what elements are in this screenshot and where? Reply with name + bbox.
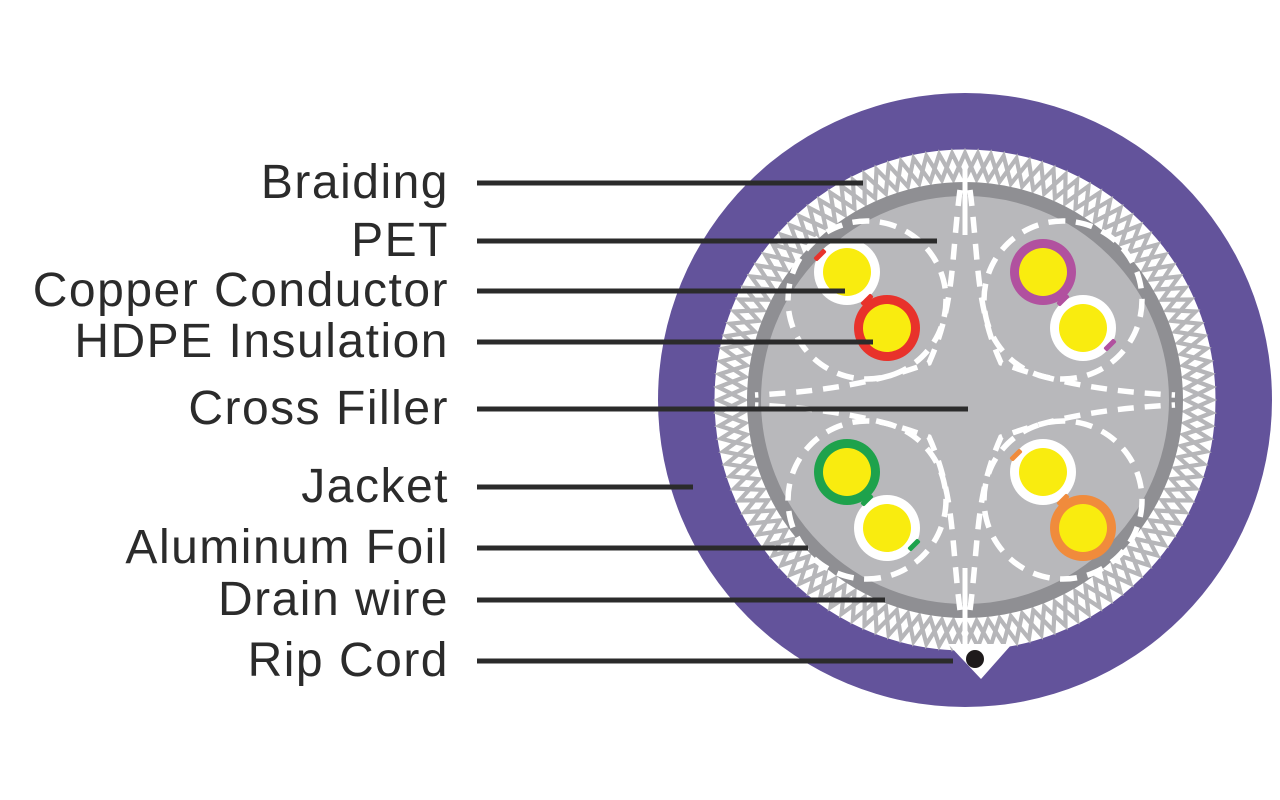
copper-conductor-top-left-2 (863, 304, 911, 352)
accent-tick-bottom-right-edge (1009, 448, 1023, 462)
pet-tape-circle-bottom-right (981, 418, 1145, 582)
accent-tick-top-left-center (860, 293, 874, 307)
label-copper-conductor: Copper Conductor (32, 264, 449, 317)
label-aluminum-foil: Aluminum Foil (125, 521, 449, 574)
label-hdpe-insulation: HDPE Insulation (74, 315, 449, 368)
label-braiding: Braiding (260, 156, 449, 209)
label-pet: PET (351, 214, 449, 267)
label-jacket: Jacket (301, 460, 449, 513)
braid-lattice-zigzag-a (712, 147, 1218, 653)
copper-conductor-top-left-1 (823, 248, 871, 296)
copper-conductor-bottom-right-1 (1019, 448, 1067, 496)
copper-conductor-top-right-1 (1019, 248, 1067, 296)
copper-conductor-bottom-left-1 (823, 448, 871, 496)
accent-tick-bottom-left-center (860, 493, 874, 507)
accent-tick-top-right-edge (1103, 338, 1117, 352)
copper-conductor-bottom-right-2 (1059, 504, 1107, 552)
copper-conductor-top-right-2 (1059, 304, 1107, 352)
cross-filler-outline-bottom-right (754, 189, 963, 398)
rip-cord-dot (966, 650, 984, 668)
accent-tick-bottom-right-center (1056, 493, 1070, 507)
copper-conductor-bottom-left-2 (863, 504, 911, 552)
cross-filler-outline-bottom-left (967, 189, 1176, 398)
label-cross-filler: Cross Filler (188, 382, 449, 435)
label-rip-cord: Rip Cord (247, 634, 449, 687)
accent-tick-bottom-left-edge (907, 538, 921, 552)
cross-filler-outline-top-left (967, 402, 1176, 611)
accent-tick-top-right-center (1056, 293, 1070, 307)
pet-tape-circle-bottom-left (785, 418, 949, 582)
accent-tick-top-left-edge (813, 248, 827, 262)
label-drain-wire: Drain wire (217, 573, 449, 626)
braid-lattice-zigzag-b (713, 148, 1217, 652)
